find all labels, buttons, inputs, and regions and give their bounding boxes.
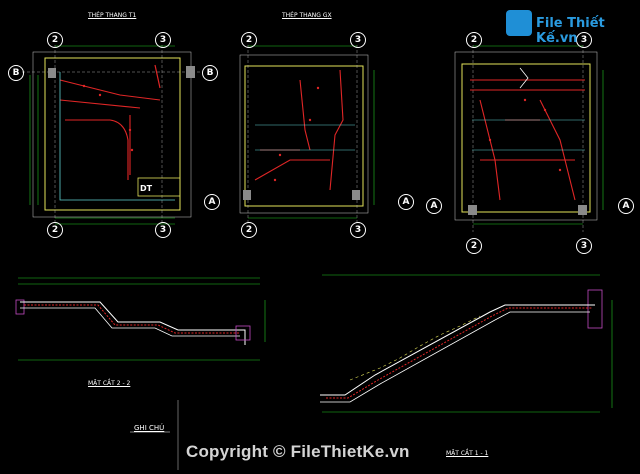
grid-bubble-A: A [426,198,442,214]
notes-box [130,400,179,470]
grid-bubble-3: 3 [155,32,171,48]
grid-bubble-2: 2 [47,222,63,238]
notes-heading: GHI CHÚ [134,424,165,432]
grid-bubble-3: 3 [155,222,171,238]
grid-bubble-3: 3 [350,32,366,48]
grid-bubble-2: 2 [47,32,63,48]
grid-bubble-2: 2 [466,32,482,48]
plan-1-title: THÉP THANG T1 [88,12,137,19]
grid-bubble-2: 2 [241,222,257,238]
grid-bubble-2: 2 [466,238,482,254]
plan-1 [22,45,200,225]
section-1-1 [320,274,613,413]
grid-bubble-B: B [202,65,218,81]
copyright-watermark: Copyright © FileThietKe.vn [186,442,410,461]
grid-bubble-3: 3 [576,238,592,254]
filethietke-logo: File Thiết Kế.vn [506,6,634,46]
section-2-2-title: MẶT CẮT 2 - 2 [88,380,131,387]
plan-2 [239,45,375,222]
plan-2-title: THÉP THANG GX [282,12,332,19]
grid-bubble-3: 3 [576,32,592,48]
section-2-2 [15,277,266,361]
grid-bubble-3: 3 [350,222,366,238]
grid-bubble-2: 2 [241,32,257,48]
grid-bubble-A: A [618,198,634,214]
grid-bubble-A: A [398,194,414,210]
filethietke-logo-icon [506,10,532,36]
grid-bubble-A: A [204,194,220,210]
section-1-1-title: MẶT CẮT 1 - 1 [446,450,489,457]
grid-bubble-B: B [8,65,24,81]
filethietke-logo-text: File Thiết Kế.vn [536,16,605,46]
plan-3 [454,45,604,232]
plan-1-label: DT [140,184,153,193]
